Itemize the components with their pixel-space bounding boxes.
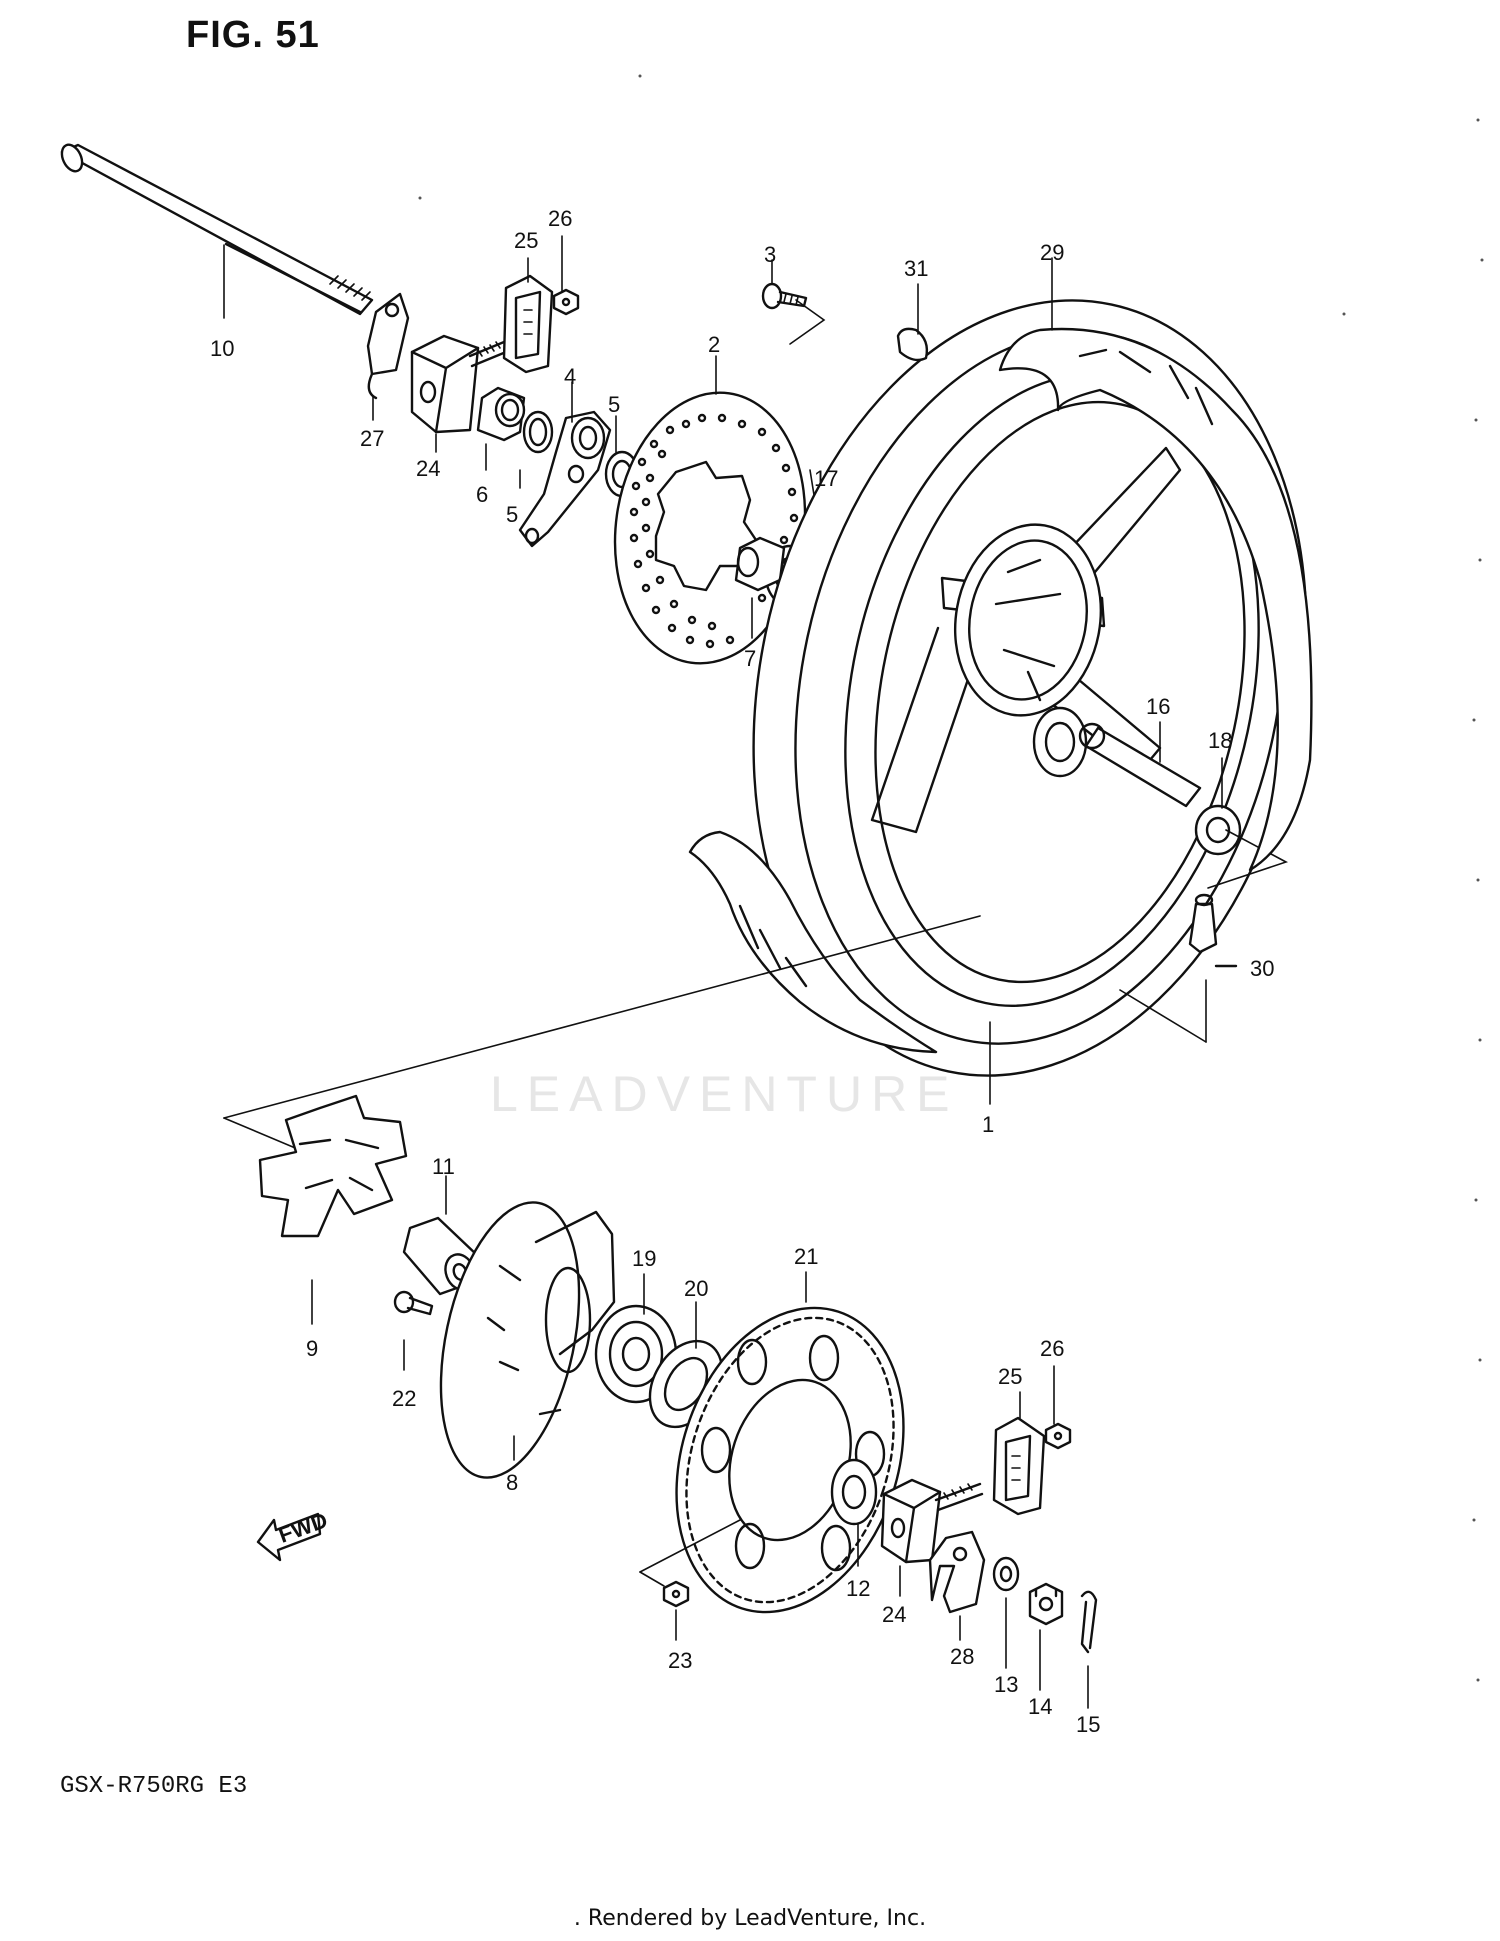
forward-arrow-icon: FWD xyxy=(256,1507,331,1562)
spacer-6[interactable] xyxy=(476,386,526,442)
callout-16[interactable]: 16 xyxy=(1146,694,1170,719)
callout-13[interactable]: 13 xyxy=(994,1672,1018,1697)
callout-28[interactable]: 28 xyxy=(950,1644,974,1669)
oil-seal-upper-left[interactable] xyxy=(522,410,554,454)
callout-21[interactable]: 21 xyxy=(794,1244,818,1269)
callout-25a[interactable]: 25 xyxy=(514,228,538,253)
axle-nut[interactable] xyxy=(1028,1582,1064,1626)
callout-19[interactable]: 19 xyxy=(632,1246,656,1271)
callout-3[interactable]: 3 xyxy=(764,242,776,267)
callout-6[interactable]: 6 xyxy=(476,482,488,507)
chain-adjuster-plate-right[interactable] xyxy=(928,1530,986,1614)
rear-tire[interactable] xyxy=(688,327,1313,1054)
brake-disc[interactable] xyxy=(598,380,822,676)
rear-axle[interactable] xyxy=(58,142,374,316)
callout-29[interactable]: 29 xyxy=(1040,240,1064,265)
rear-wheel[interactable] xyxy=(684,248,1375,1127)
caliper-bracket[interactable] xyxy=(518,410,612,548)
callout-22[interactable]: 22 xyxy=(392,1386,416,1411)
callout-12[interactable]: 12 xyxy=(846,1576,870,1601)
adjuster-cap-upper[interactable] xyxy=(502,274,554,374)
fwd-label: FWD xyxy=(275,1507,331,1548)
tire-valve[interactable] xyxy=(1188,893,1238,968)
adjuster-nut-upper[interactable] xyxy=(552,288,580,316)
sprocket-mounting-drum[interactable] xyxy=(418,1190,616,1490)
callout-5a[interactable]: 5 xyxy=(608,392,620,417)
sprocket-spacer[interactable] xyxy=(830,1458,878,1526)
callout-14[interactable]: 14 xyxy=(1028,1694,1052,1719)
rear-sprocket[interactable] xyxy=(639,1278,941,1641)
sprocket-nut[interactable] xyxy=(662,1580,690,1608)
axle-washer[interactable] xyxy=(992,1556,1020,1592)
callout-10[interactable]: 10 xyxy=(210,336,234,361)
disc-bolt[interactable] xyxy=(761,282,808,310)
callout-18[interactable]: 18 xyxy=(1208,728,1232,753)
callout-15[interactable]: 15 xyxy=(1076,1712,1100,1737)
callout-27[interactable]: 27 xyxy=(360,426,384,451)
adjuster-cap-lower[interactable] xyxy=(992,1416,1046,1516)
chain-adjuster-plate-left[interactable] xyxy=(366,292,410,400)
callout-26a[interactable]: 26 xyxy=(548,206,572,231)
callout-8[interactable]: 8 xyxy=(506,1470,518,1495)
wheel-bearing-right[interactable] xyxy=(1194,804,1242,856)
hub-spacer[interactable] xyxy=(1078,722,1202,808)
scan-noise xyxy=(418,74,1484,1682)
callout-26b[interactable]: 26 xyxy=(1040,1336,1064,1361)
callout-7[interactable]: 7 xyxy=(744,646,756,671)
footer-credit: . Rendered by LeadVenture, Inc. xyxy=(573,1906,927,1931)
callout-4[interactable]: 4 xyxy=(564,364,576,389)
cotter-pin[interactable] xyxy=(1080,1590,1098,1654)
watermark: LEADVENTURE xyxy=(490,1066,959,1122)
callout-25b[interactable]: 25 xyxy=(998,1364,1022,1389)
axle-adjuster-block-right[interactable] xyxy=(880,1478,984,1564)
callout-24a[interactable]: 24 xyxy=(416,456,440,481)
callout-30[interactable]: 30 xyxy=(1250,956,1274,981)
spacer-7[interactable] xyxy=(734,536,786,592)
wheel-damper[interactable] xyxy=(258,1094,408,1238)
axle-adjuster-block-left[interactable] xyxy=(410,334,508,434)
callout-24b[interactable]: 24 xyxy=(882,1602,906,1627)
figure-title: FIG. 51 xyxy=(186,14,320,56)
callout-20[interactable]: 20 xyxy=(684,1276,708,1301)
callout-11[interactable]: 11 xyxy=(432,1154,455,1179)
sprocket-bolt[interactable] xyxy=(393,1290,434,1316)
callout-9[interactable]: 9 xyxy=(306,1336,318,1361)
callout-17[interactable]: 17 xyxy=(814,466,838,491)
adjuster-nut-lower[interactable] xyxy=(1044,1422,1072,1450)
balance-weight[interactable] xyxy=(896,327,929,362)
callout-23[interactable]: 23 xyxy=(668,1648,692,1673)
callout-5b[interactable]: 5 xyxy=(506,502,518,527)
callout-2[interactable]: 2 xyxy=(708,332,720,357)
callout-31[interactable]: 31 xyxy=(904,256,928,281)
callout-1[interactable]: 1 xyxy=(982,1112,994,1137)
model-code: GSX-R750RG E3 xyxy=(60,1773,248,1800)
